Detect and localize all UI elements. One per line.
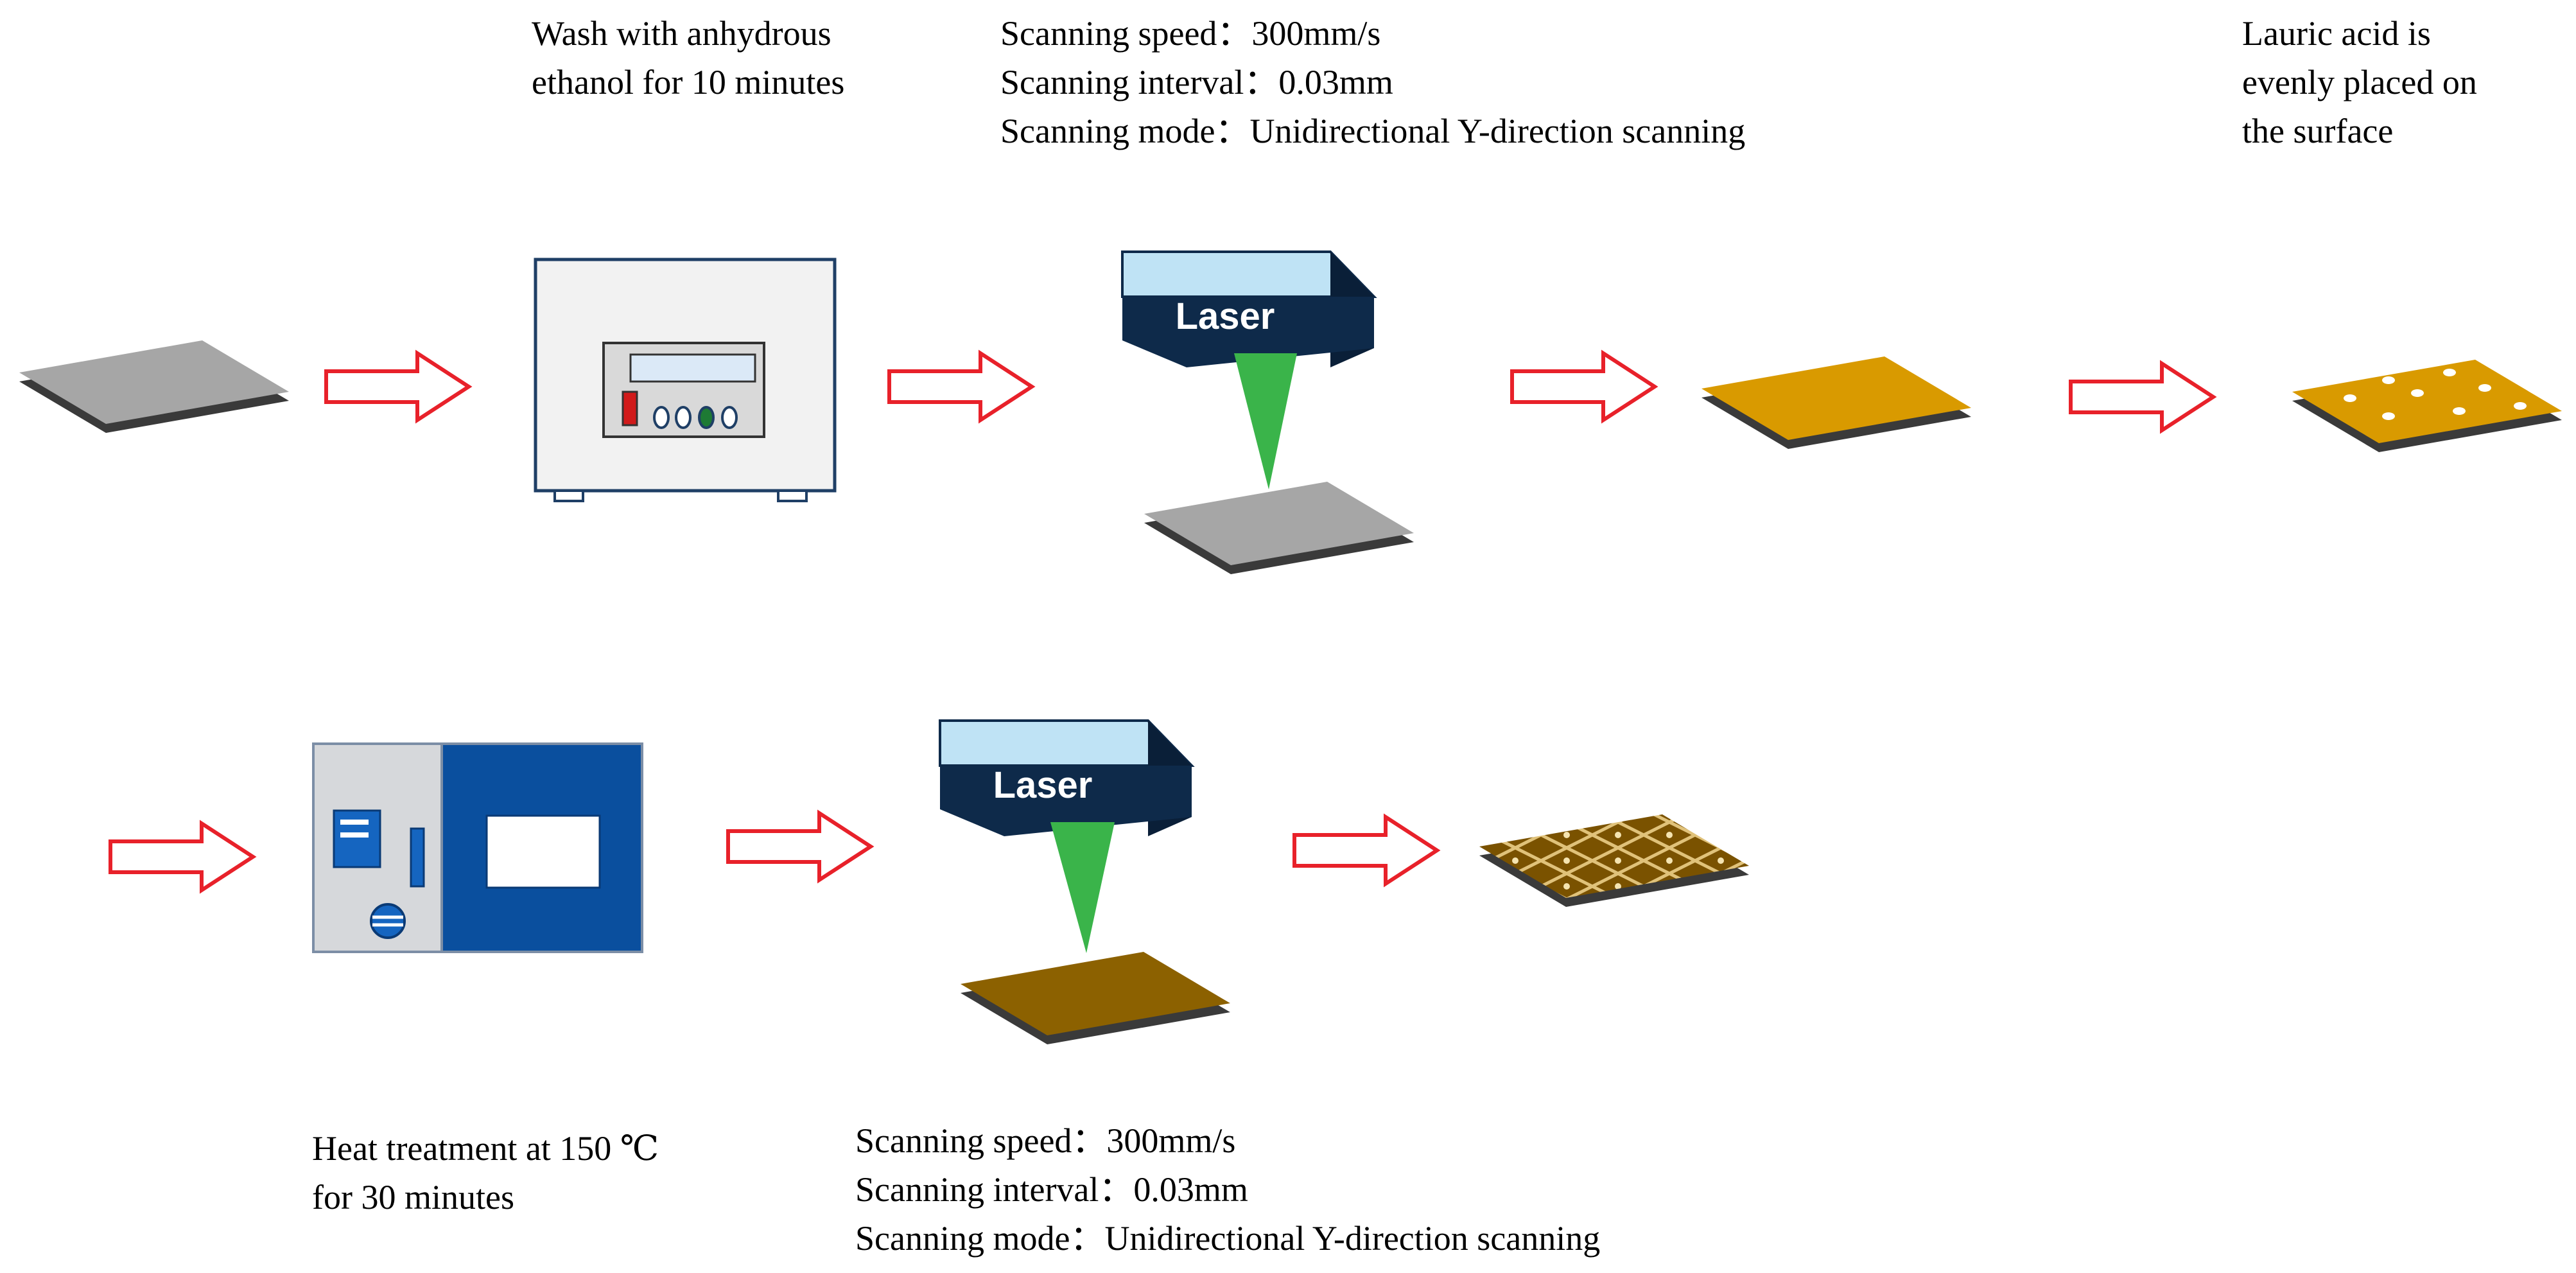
arrow-2 xyxy=(887,349,1036,424)
caption-lauric-line-2: evenly placed on xyxy=(2242,63,2477,101)
caption-heat: Heat treatment at 150 ℃ for 30 minutes xyxy=(312,1124,659,1222)
lauric-dot xyxy=(2411,389,2424,397)
cleaner-knob-2 xyxy=(675,406,692,429)
lauric-dot xyxy=(2344,394,2356,402)
cleaner-display xyxy=(629,353,756,383)
arrow-7 xyxy=(1292,813,1441,888)
cleaner-knob-3 xyxy=(698,406,715,429)
lauric-dot xyxy=(2443,369,2456,376)
cleaner-foot-right xyxy=(777,489,808,502)
arrow-7-shape xyxy=(1292,813,1441,888)
oven-dial xyxy=(370,903,406,939)
laser-1-label: Laser xyxy=(1176,295,1275,337)
plate-laser-2-top xyxy=(961,952,1230,1035)
oven-window xyxy=(485,814,601,889)
caption-heat-line-1: Heat treatment at 150 ℃ xyxy=(312,1129,659,1168)
cleaner-knob-1 xyxy=(653,406,670,429)
heating-oven xyxy=(312,742,643,953)
caption-scan-bottom-speed: Scanning speed：300mm/s xyxy=(855,1121,1236,1160)
lauric-dot xyxy=(2382,412,2395,420)
plate-laser-1-top xyxy=(1144,482,1414,565)
caption-scan-top: Scanning speed：300mm/s Scanning interval… xyxy=(1000,9,1745,155)
lauric-dot xyxy=(2382,376,2395,384)
laser-1-front-face xyxy=(1122,297,1374,367)
laser-2-beam xyxy=(1050,822,1115,953)
caption-wash-line-2: ethanol for 10 minutes xyxy=(532,63,845,101)
cleaner-power-button xyxy=(622,391,638,426)
arrow-6 xyxy=(726,809,875,884)
arrow-6-shape xyxy=(726,809,875,884)
caption-wash-line-1: Wash with anhydrous xyxy=(532,14,831,53)
plate-laser-1 xyxy=(1144,482,1414,574)
arrow-5 xyxy=(109,820,257,894)
oven-display-line-2 xyxy=(340,832,369,838)
lauric-dot xyxy=(2478,384,2491,392)
plate-raw xyxy=(19,340,289,433)
plate-lauric-acid xyxy=(2292,360,2562,452)
cleaner-foot-left xyxy=(553,489,584,502)
caption-scan-top-mode: Scanning mode：Unidirectional Y-direction… xyxy=(1000,112,1746,150)
plate-orange xyxy=(1701,356,1971,449)
caption-heat-line-2: for 30 minutes xyxy=(312,1178,514,1216)
caption-lauric-line-3: the surface xyxy=(2242,112,2394,150)
arrow-1-shape xyxy=(324,349,473,424)
caption-scan-top-speed: Scanning speed：300mm/s xyxy=(1000,14,1381,53)
laser-1-beam xyxy=(1234,353,1297,489)
arrow-4-shape xyxy=(2069,360,2217,434)
laser-2-label: Laser xyxy=(993,764,1093,806)
plate-laser-2 xyxy=(961,952,1230,1044)
oven-side-switch xyxy=(410,827,425,888)
caption-scan-top-interval: Scanning interval：0.03mm xyxy=(1000,63,1393,101)
oven-door xyxy=(440,742,643,953)
laser-head-1: Laser xyxy=(1121,250,1377,489)
laser-head-2: Laser xyxy=(939,719,1195,953)
arrow-3 xyxy=(1510,349,1658,424)
caption-wash: Wash with anhydrous ethanol for 10 minut… xyxy=(532,9,844,107)
caption-scan-bottom-mode: Scanning mode：Unidirectional Y-direction… xyxy=(855,1219,1601,1258)
plate-orange-top xyxy=(1701,356,1971,440)
oven-display-line-1 xyxy=(340,820,369,825)
arrow-5-shape xyxy=(109,820,257,894)
caption-lauric-line-1: Lauric acid is xyxy=(2242,14,2431,53)
plate-final-top xyxy=(1479,814,1749,898)
arrow-1 xyxy=(324,349,473,424)
arrow-4 xyxy=(2069,360,2217,434)
ultrasonic-cleaner xyxy=(534,258,837,502)
oven-display xyxy=(333,809,381,868)
caption-scan-bottom-interval: Scanning interval：0.03mm xyxy=(855,1170,1248,1209)
caption-scan-bottom: Scanning speed：300mm/s Scanning interval… xyxy=(855,1116,1600,1263)
plate-lauric-top xyxy=(2292,360,2562,443)
plate-final-textured xyxy=(1479,814,1749,907)
cleaner-knob-4 xyxy=(721,406,738,429)
lauric-dot xyxy=(2514,402,2527,410)
plate-raw-top xyxy=(19,340,289,424)
caption-lauric-acid: Lauric acid is evenly placed on the surf… xyxy=(2242,9,2477,155)
arrow-3-shape xyxy=(1510,349,1658,424)
lauric-dot xyxy=(2453,407,2466,415)
laser-2-front-face xyxy=(940,766,1192,836)
arrow-2-shape xyxy=(887,349,1036,424)
